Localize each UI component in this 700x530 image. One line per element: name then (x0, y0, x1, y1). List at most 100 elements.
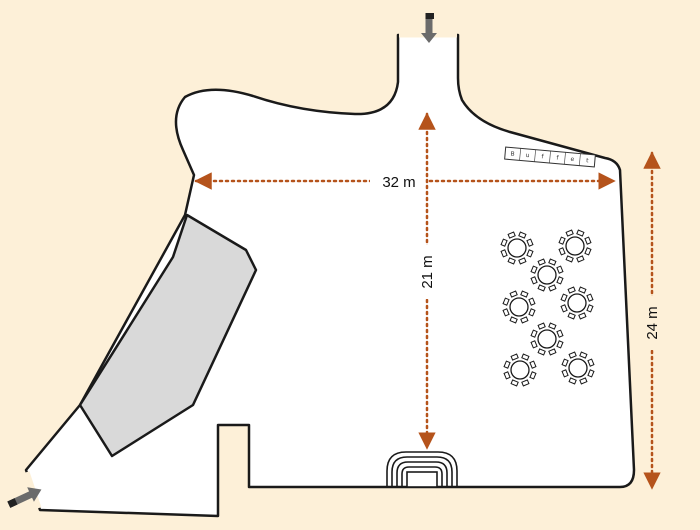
chair (560, 293, 568, 302)
chair (548, 348, 557, 356)
chair (556, 265, 564, 274)
depth-label: 21 m (419, 255, 436, 288)
chair (537, 348, 546, 356)
chair (586, 304, 594, 313)
chair (518, 231, 527, 239)
chair (565, 255, 574, 263)
chair (500, 238, 508, 247)
entrance-arrow-icon (7, 487, 42, 508)
chair (530, 329, 538, 338)
chair (568, 351, 577, 359)
chair (548, 322, 557, 330)
chair (586, 293, 594, 302)
chair (548, 284, 557, 292)
chair (520, 316, 529, 324)
table-top (567, 293, 587, 313)
chair (578, 312, 587, 320)
buffet-divider (519, 148, 521, 161)
buffet-divider (549, 150, 551, 164)
width-dimension: 32 m (194, 170, 616, 192)
table-top (537, 265, 557, 285)
stage-area (78, 213, 258, 458)
chair (503, 360, 511, 369)
chair (568, 377, 577, 385)
chair (520, 290, 529, 298)
width-label: 32 m (382, 174, 415, 191)
chair (561, 369, 569, 378)
table-top (568, 358, 588, 378)
chair (556, 329, 564, 338)
chair (548, 258, 557, 266)
chair (576, 255, 585, 263)
chair (502, 308, 510, 317)
buffet-divider (534, 149, 536, 162)
chair (556, 340, 564, 349)
chair (530, 265, 538, 274)
buffet-letter: f (556, 155, 560, 162)
chair (584, 236, 592, 245)
chair (509, 316, 518, 324)
chair (584, 247, 592, 256)
table-top (510, 360, 530, 380)
table-top (565, 236, 585, 256)
chair (578, 286, 587, 294)
chair (521, 353, 530, 361)
chair (503, 371, 511, 380)
round-table-icon (560, 286, 594, 320)
entrance-arrow-icon (421, 13, 437, 43)
chair (528, 308, 536, 317)
round-table-icon (530, 258, 564, 292)
chair (507, 231, 516, 239)
table-top (507, 238, 527, 258)
chair (579, 377, 588, 385)
depth-dimension: 21 m (416, 112, 438, 450)
buffet-letter: t (586, 157, 590, 164)
chair (530, 276, 538, 285)
chair (587, 358, 595, 367)
chair (529, 371, 537, 380)
buffet-letter: u (525, 152, 530, 159)
chair (530, 340, 538, 349)
chair (526, 249, 534, 258)
chair (579, 351, 588, 359)
chair (537, 258, 546, 266)
chair (500, 249, 508, 258)
height-label: 24 m (644, 306, 661, 339)
buffet-letter: e (570, 156, 575, 163)
round-table-icon (502, 290, 536, 324)
chair (561, 358, 569, 367)
chair (576, 229, 585, 237)
chair (567, 312, 576, 320)
chair (502, 297, 510, 306)
chair (521, 379, 530, 387)
chair (510, 353, 519, 361)
height-dimension: 24 m (641, 151, 663, 490)
buffet-divider (564, 152, 566, 165)
chair (565, 229, 574, 237)
chair (507, 257, 516, 265)
chair (537, 322, 546, 330)
chair (537, 284, 546, 292)
chair (567, 286, 576, 294)
chair (528, 297, 536, 306)
buffet-divider (579, 153, 581, 166)
round-table-icon (503, 353, 537, 387)
chair (558, 247, 566, 256)
chair (529, 360, 537, 369)
round-table-icon (561, 351, 595, 385)
table-top (537, 329, 557, 349)
table-top (509, 297, 529, 317)
chair (526, 238, 534, 247)
chair (556, 276, 564, 285)
round-table-icon (500, 231, 534, 265)
chair (518, 257, 527, 265)
chair (509, 290, 518, 298)
buffet-letter: B (510, 151, 515, 158)
round-table-icon (558, 229, 592, 263)
tables-group (500, 229, 595, 387)
chair (558, 236, 566, 245)
stairs-icon (386, 451, 458, 488)
round-table-icon (530, 322, 564, 356)
